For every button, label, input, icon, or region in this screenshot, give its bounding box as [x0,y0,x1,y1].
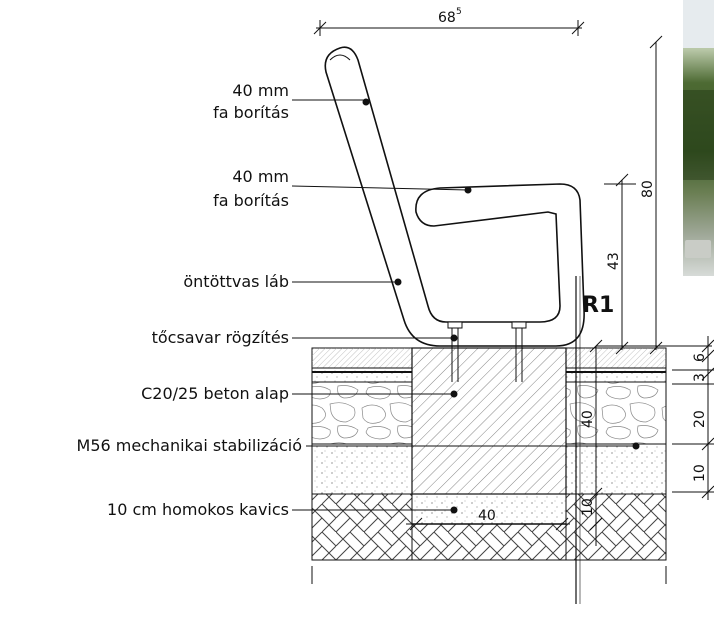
label-gravel: 10 cm homokos kavics [107,500,289,519]
label-wood-seat-1: 40 mm [232,167,289,186]
label-wood-back-1: 40 mm [232,81,289,100]
ground-section [311,347,667,584]
leader-dots [362,98,640,514]
label-concrete: C20/25 beton alap [141,384,289,403]
section-mark: R1 [582,293,614,318]
photo-bench [685,240,711,258]
bench-profile [324,46,585,347]
label-wood-seat-2: fa borítás [213,191,289,210]
label-wood-back-2: fa borítás [213,103,289,122]
label-stabilization: M56 mechanikai stabilizáció [77,436,302,455]
dim-foundation-depth: 40 [580,410,596,428]
photo-foliage [683,90,714,180]
dim-layer-3: 3 [692,373,708,382]
dim-top-width-sup: 5 [456,7,462,17]
dim-top-width: 68 [438,10,456,26]
photo-strip [683,0,714,276]
dimension-lines [313,20,714,546]
dim-layer-10: 10 [692,464,708,482]
dim-height-total: 80 [640,180,656,198]
dim-layer-6: 6 [692,353,708,362]
dim-layer-20: 20 [692,410,708,428]
photo-sky [683,0,714,48]
label-cast-iron: öntöttvas láb [183,272,289,291]
leader-lines [291,99,636,511]
section-line [575,276,581,604]
dim-foundation-width: 40 [478,508,496,524]
dim-gravel-10: 10 [580,498,596,516]
anchor-bolts [447,321,527,382]
dim-seat-height: 43 [606,252,622,270]
label-bolt: tőcsavar rögzítés [152,328,289,347]
